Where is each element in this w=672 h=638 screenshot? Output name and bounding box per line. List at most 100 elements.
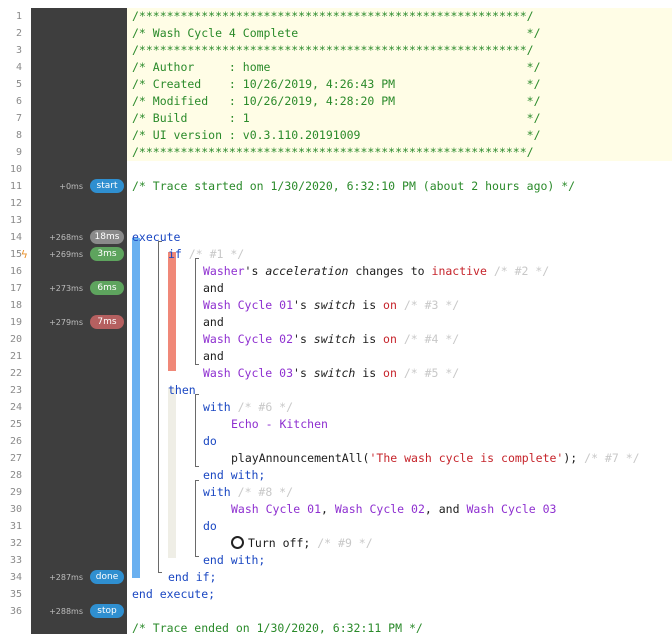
line-number: 36 [9,606,22,617]
and-keyword: and [203,281,224,295]
line-number: 32 [9,538,22,549]
attribute-name: switch [313,366,356,380]
list-separator: , and [424,502,467,516]
line-number: 5 [15,79,22,90]
condition-1[interactable]: Washer's acceleration changes to inactiv… [132,263,672,280]
line-number: 35 [9,589,22,600]
line-number: 23 [9,385,22,396]
device-name: Washer [203,264,245,278]
device-name: Wash Cycle 01 [203,298,294,312]
line-number: 21 [9,351,22,362]
timing-row [31,110,127,127]
timing-row [31,552,127,569]
device-name: Echo - Kitchen [231,417,328,431]
line-number: 8 [15,130,22,141]
elapsed-time: +279ms [49,318,83,327]
command-argument: 'The wash cycle is complete' [369,451,564,465]
with-statement-2[interactable]: with /* #8 */ [132,484,672,501]
timing-row [31,399,127,416]
end-with-keyword: end with; [203,468,266,482]
header-ui-version: /* UI version : v0.3.110.20191009 */ [132,128,541,142]
timing-row [31,450,127,467]
duration-badge: stop [90,604,124,618]
blank-line [132,603,672,620]
condition-value: inactive [431,264,487,278]
possessive: 's [293,366,314,380]
and-operator: and [132,280,672,297]
timing-row [31,416,127,433]
list-separator: , [321,502,335,516]
line-number: 6 [15,96,22,107]
condition-3[interactable]: Wash Cycle 02's switch is on /* #4 */ [132,331,672,348]
do-keyword-line: do [132,518,672,535]
blank-line [132,212,672,229]
do-keyword-line: do [132,433,672,450]
duration-badge: 18ms [90,230,124,244]
command-1[interactable]: playAnnouncementAll('The wash cycle is c… [132,450,672,467]
end-with-keyword: end with; [203,553,266,567]
end-if-line: end if; [132,569,672,586]
duration-badge: 7ms [90,315,124,329]
with-device-list: Echo - Kitchen [132,416,672,433]
command-name: Turn off; [248,536,311,550]
with-block-1-bracket [195,394,199,467]
timing-row [31,382,127,399]
header-border: /***************************************… [132,145,534,159]
comparison-operator: is [355,366,384,380]
if-statement[interactable]: if /* #1 */ [132,246,672,263]
end-with-line: end with; [132,467,672,484]
line-number: 10 [9,164,22,175]
timing-row [31,76,127,93]
line-number: 15 [9,249,22,260]
end-with-line: end with; [132,552,672,569]
trace-start-comment: /* Trace started on 1/30/2020, 6:32:10 P… [132,179,576,193]
execute-statement[interactable]: execute [132,229,672,246]
comparison-operator: is [355,332,384,346]
timing-row [31,144,127,161]
timing-row [31,348,127,365]
line-number: 26 [9,436,22,447]
timing-row [31,195,127,212]
condition-value: on [383,332,397,346]
timing-row [31,212,127,229]
task-id-comment: /* #7 */ [584,451,640,465]
condition-id-comment: /* #3 */ [403,298,460,312]
with-statement-1[interactable]: with /* #6 */ [132,399,672,416]
piston-header-panel [127,8,672,161]
timing-row: +279ms 7ms [31,314,127,331]
timing-row [31,161,127,178]
trace-end-comment: /* Trace ended on 1/30/2020, 6:32:11 PM … [132,621,423,635]
line-number: 25 [9,419,22,430]
task-id-comment: /* #9 */ [317,536,373,550]
timing-row [31,586,127,603]
line-number: 30 [9,504,22,515]
do-keyword: do [203,519,217,533]
attribute-name: switch [313,298,356,312]
condition-2[interactable]: Wash Cycle 01's switch is on /* #3 */ [132,297,672,314]
with-keyword: with [203,400,231,414]
timing-row [31,93,127,110]
device-name: Wash Cycle 02 [334,502,425,516]
header-border: /***************************************… [132,9,534,23]
line-number: 29 [9,487,22,498]
then-block-bar [168,388,176,558]
line-number: 11 [9,181,22,192]
condition-4[interactable]: Wash Cycle 03's switch is on /* #5 */ [132,365,672,382]
command-2[interactable]: Turn off; /* #9 */ [132,535,672,552]
with-block-2-bracket [195,480,199,557]
command-name: playAnnouncementAll( [231,451,370,465]
timing-row [31,518,127,535]
with-device-list: Wash Cycle 01, Wash Cycle 02, and Wash C… [132,501,672,518]
header-title: /* Wash Cycle 4 Complete */ [132,26,541,40]
then-keyword: then [168,383,196,397]
header-modified: /* Modified : 10/26/2019, 4:28:20 PM */ [132,94,541,108]
duration-badge: 6ms [90,281,124,295]
line-number: 2 [15,28,22,39]
and-operator: and [132,314,672,331]
device-name: Wash Cycle 03 [203,366,294,380]
